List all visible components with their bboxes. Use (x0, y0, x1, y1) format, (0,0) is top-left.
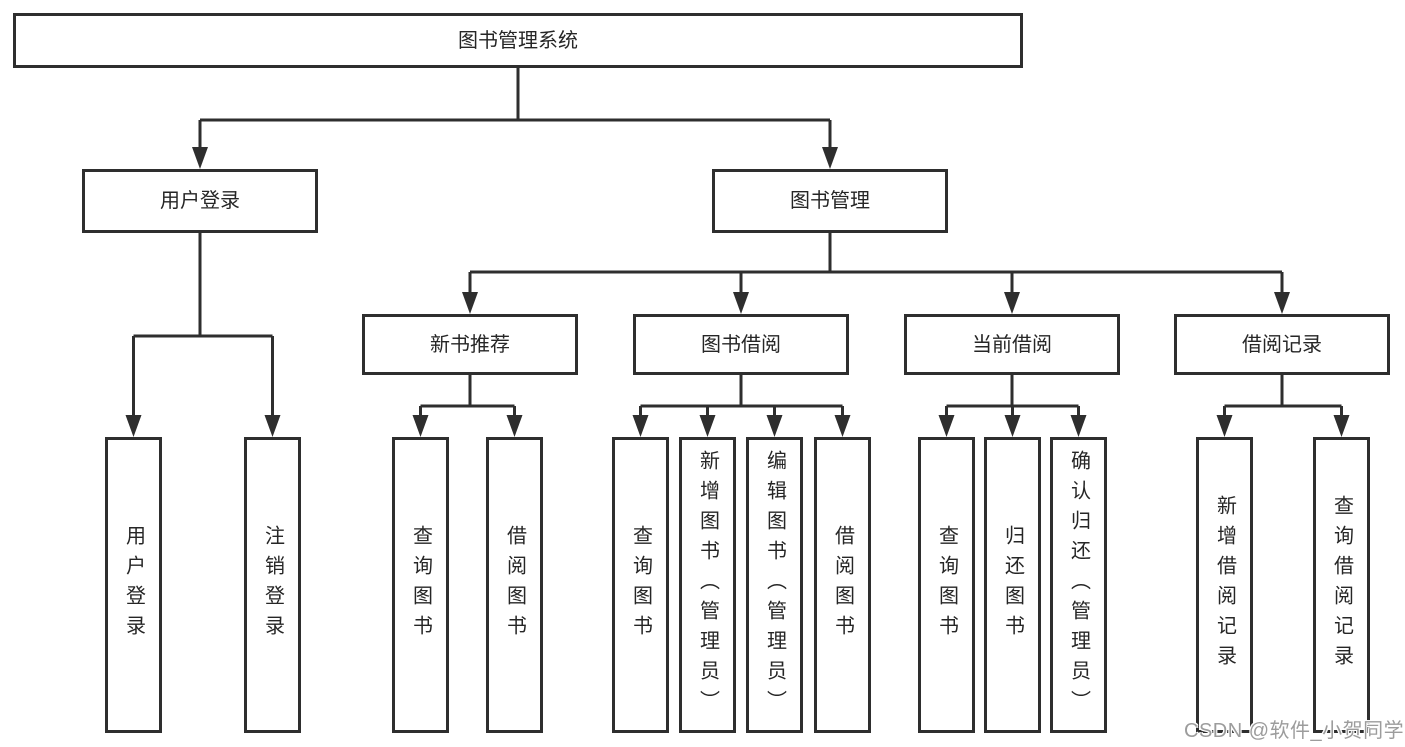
node-label: 图书借阅 (701, 333, 781, 356)
node-label: 用户登录 (122, 525, 145, 645)
node-label: 编辑图书（管理员） (763, 450, 786, 720)
node-label: 新增图书（管理员） (696, 450, 719, 720)
node-label: 新书推荐 (430, 333, 510, 356)
node-label: 确认归还（管理员） (1067, 450, 1090, 720)
node-label: 用户登录 (160, 190, 240, 212)
node-label: 归还图书 (1001, 525, 1024, 645)
node-current-borrowing: 当前借阅 (904, 314, 1120, 375)
node-label: 当前借阅 (972, 333, 1052, 356)
node-label: 查询图书 (935, 525, 958, 645)
node-leaf-add-book-admin: 新增图书（管理员） (679, 437, 736, 733)
node-label: 图书管理 (790, 190, 870, 212)
node-leaf-logout: 注销登录 (244, 437, 301, 733)
node-label: 借阅图书 (503, 525, 526, 645)
csdn-watermark: CSDN @软件_小贺同学 (1184, 720, 1405, 742)
node-leaf-edit-book-admin: 编辑图书（管理员） (746, 437, 803, 733)
node-label: 注销登录 (261, 525, 284, 645)
node-label: 查询图书 (629, 525, 652, 645)
node-leaf-confirm-return-admin: 确认归还（管理员） (1050, 437, 1107, 733)
node-leaf-query-borrow-record: 查询借阅记录 (1313, 437, 1370, 733)
node-leaf-query-books-3: 查询图书 (918, 437, 975, 733)
node-library-system: 图书管理系统 (13, 13, 1023, 68)
node-leaf-query-books-1: 查询图书 (392, 437, 449, 733)
node-book-borrowing: 图书借阅 (633, 314, 849, 375)
node-label: 图书管理系统 (458, 29, 578, 52)
node-label: 查询借阅记录 (1330, 495, 1353, 675)
node-book-management: 图书管理 (712, 169, 948, 233)
node-leaf-user-login: 用户登录 (105, 437, 162, 733)
node-user-login: 用户登录 (82, 169, 318, 233)
node-label: 新增借阅记录 (1213, 495, 1236, 675)
node-leaf-query-books-2: 查询图书 (612, 437, 669, 733)
node-new-book-recommend: 新书推荐 (362, 314, 578, 375)
node-leaf-borrow-books-1: 借阅图书 (486, 437, 543, 733)
node-leaf-borrow-books-2: 借阅图书 (814, 437, 871, 733)
node-borrow-records: 借阅记录 (1174, 314, 1390, 375)
node-label: 查询图书 (409, 525, 432, 645)
node-label: 借阅图书 (831, 525, 854, 645)
node-leaf-return-book: 归还图书 (984, 437, 1041, 733)
node-label: 借阅记录 (1242, 333, 1322, 356)
node-leaf-add-borrow-record: 新增借阅记录 (1196, 437, 1253, 733)
